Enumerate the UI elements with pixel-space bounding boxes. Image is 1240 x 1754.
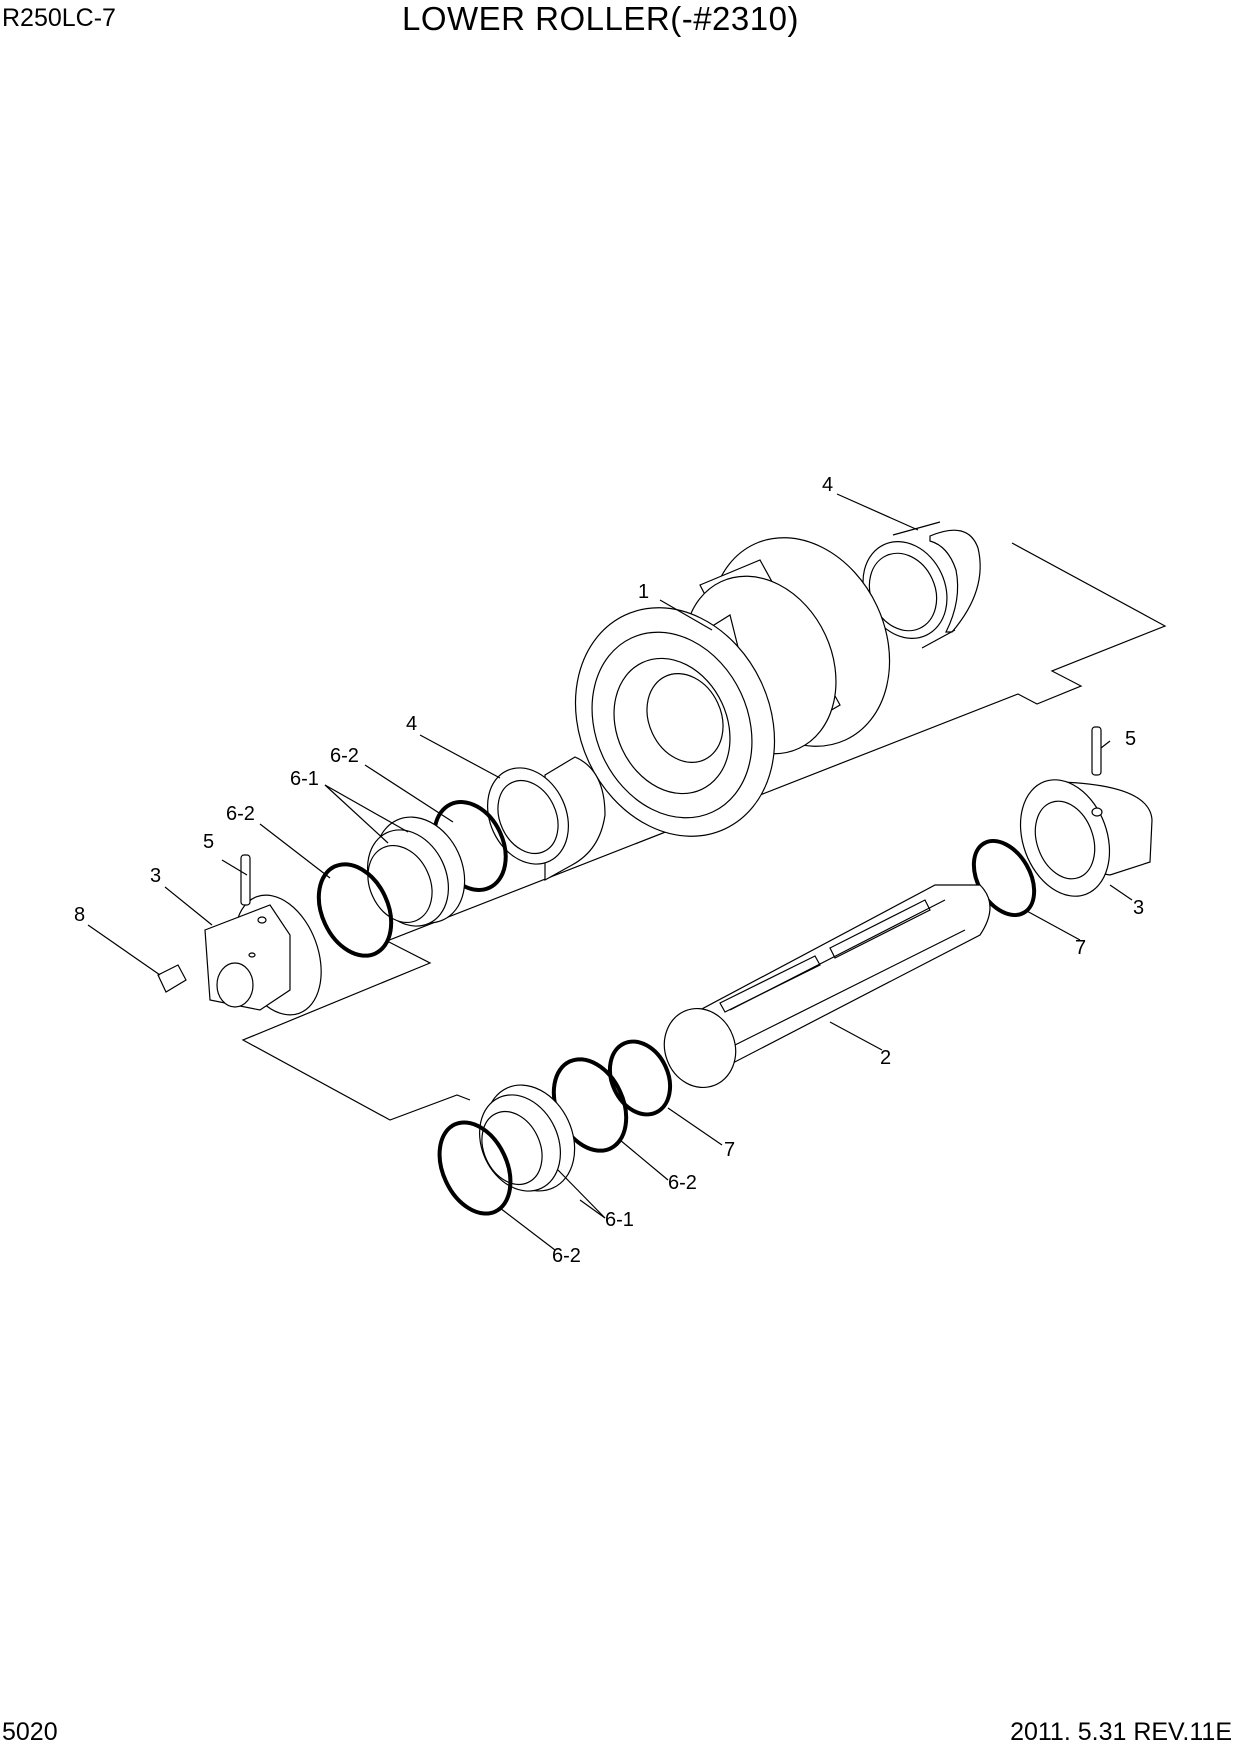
callout-oring-shaft-right: 7 [1075, 937, 1086, 959]
model-label: R250LC-7 [2, 4, 116, 32]
callout-1-label-bushing-upper: 4 [822, 474, 833, 496]
collar-left-part [157, 854, 322, 1016]
bushing-upper-part [862, 521, 981, 649]
lower-seal-group [437, 1039, 673, 1216]
callout-plug: 8 [74, 904, 85, 926]
callout-oring-lower-b: 6-2 [552, 1245, 581, 1267]
leader-lines [87, 493, 1133, 1251]
callout-floating-seal-lower: 6-1 [605, 1209, 634, 1231]
page-number: 5020 [2, 1718, 58, 1746]
roller-shell-part [574, 537, 891, 837]
callout-pin-right: 5 [1125, 728, 1136, 750]
callout-shaft: 2 [880, 1047, 891, 1069]
pin-left-part [240, 854, 251, 906]
shaft-part [663, 884, 991, 1089]
pin-right-part [1091, 726, 1102, 776]
callout-oring-upper-a: 6-2 [330, 745, 359, 767]
revision-info: 2011. 5.31 REV.11E [1010, 1718, 1232, 1746]
callout-bushing-lower: 4 [406, 713, 417, 735]
callout-roller-shell: 1 [638, 581, 649, 603]
callout-oring-upper-b: 6-2 [226, 803, 255, 825]
bushing-lower-part [486, 756, 606, 882]
upper-seal-group [316, 800, 508, 958]
page-title: LOWER ROLLER(-#2310) [402, 0, 799, 37]
callout-labels: 4 1 4 6-2 6-1 6-2 5 3 8 5 3 7 2 7 6-2 6-… [74, 474, 1144, 1267]
collar-right-part [1019, 726, 1153, 897]
callout-collar-left: 3 [150, 865, 161, 887]
callout-oring-shaft-lower: 7 [724, 1139, 735, 1161]
plug-part [157, 964, 187, 993]
callout-oring-lower-a: 6-2 [668, 1172, 697, 1194]
callout-pin-left: 5 [203, 831, 214, 853]
callout-collar-right: 3 [1133, 897, 1144, 919]
callout-floating-seal-upper: 6-1 [290, 768, 319, 790]
